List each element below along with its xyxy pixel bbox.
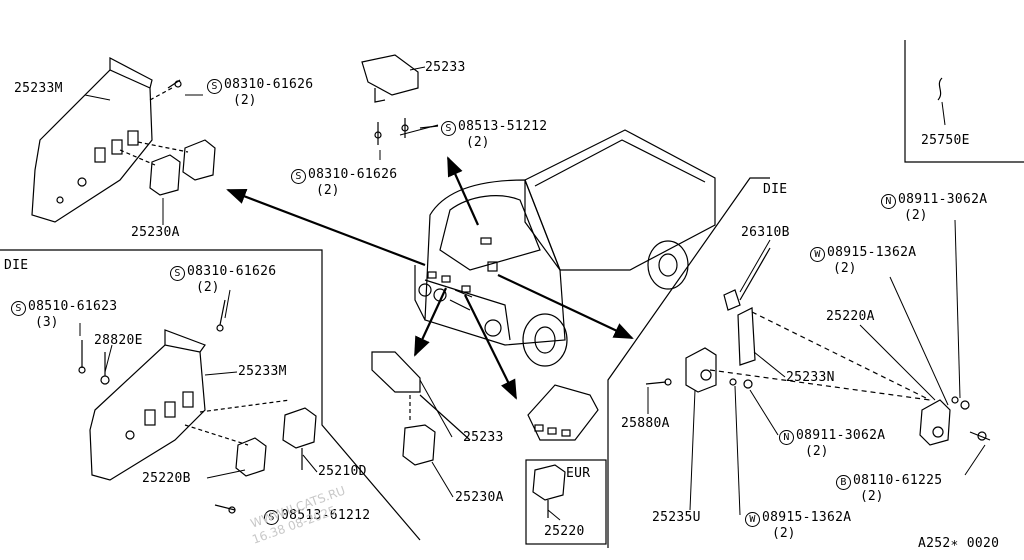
label-25233N: 25233N bbox=[786, 370, 835, 385]
section-eur: EUR bbox=[566, 466, 591, 481]
panel-25233M-top bbox=[31, 57, 182, 223]
qty-s08510: (3) bbox=[35, 315, 59, 330]
leader-lines bbox=[79, 66, 986, 521]
label-25233M-bottom: 25233M bbox=[238, 364, 287, 379]
relays-25230A-top bbox=[119, 139, 216, 196]
location-arrows bbox=[226, 156, 634, 400]
w-symbol-icon: W bbox=[810, 247, 825, 262]
die-right-parts bbox=[645, 77, 991, 446]
label-28820E: 28820E bbox=[94, 333, 143, 348]
qty-s08310-b: (2) bbox=[316, 183, 340, 198]
qty-n08911-a: (2) bbox=[904, 208, 928, 223]
label-25210D: 25210D bbox=[318, 464, 367, 479]
label-25233M-top: 25233M bbox=[14, 81, 63, 96]
truck-illustration bbox=[414, 129, 716, 367]
b-symbol-icon: B bbox=[836, 475, 851, 490]
diagram-code: A252∗ 0020 bbox=[918, 536, 1000, 551]
bracket-right-center bbox=[527, 384, 599, 441]
w-symbol-icon: W bbox=[745, 512, 760, 527]
label-25233-mid: 25233 bbox=[463, 430, 504, 445]
s-symbol-icon: S bbox=[170, 266, 185, 281]
n-symbol-icon: N bbox=[779, 430, 794, 445]
qty-s08513-a: (2) bbox=[466, 135, 490, 150]
relays-bottom bbox=[235, 407, 317, 477]
qty-n08911-b: (2) bbox=[805, 444, 829, 459]
qty-s08310-a: (2) bbox=[233, 93, 257, 108]
n-symbol-icon: N bbox=[881, 194, 896, 209]
label-25220: 25220 bbox=[544, 524, 585, 539]
label-26310B: 26310B bbox=[741, 225, 790, 240]
label-25880A: 25880A bbox=[621, 416, 670, 431]
section-die-left: DIE bbox=[4, 258, 29, 273]
s-symbol-icon: S bbox=[207, 79, 222, 94]
section-die-right: DIE bbox=[763, 182, 788, 197]
s-symbol-icon: S bbox=[11, 301, 26, 316]
qty-w08915-b: (2) bbox=[772, 526, 796, 541]
section-frames bbox=[0, 40, 1024, 548]
label-25233-top: 25233 bbox=[425, 60, 466, 75]
label-25235U: 25235U bbox=[652, 510, 701, 525]
relay-25220-eur bbox=[532, 464, 566, 518]
label-25220B: 25220B bbox=[142, 471, 191, 486]
panel-25233M-bottom bbox=[78, 299, 291, 514]
qty-b08110: (2) bbox=[860, 489, 884, 504]
label-25220A: 25220A bbox=[826, 309, 875, 324]
s-symbol-icon: S bbox=[264, 510, 279, 525]
label-25230A-top: 25230A bbox=[131, 225, 180, 240]
s-symbol-icon: S bbox=[291, 169, 306, 184]
qty-s08310-c: (2) bbox=[196, 280, 220, 295]
label-25230A-mid: 25230A bbox=[455, 490, 504, 505]
s-symbol-icon: S bbox=[441, 121, 456, 136]
qty-w08915-a: (2) bbox=[833, 261, 857, 276]
label-25750E: 25750E bbox=[921, 133, 970, 148]
bracket-25233-mid bbox=[371, 351, 471, 466]
